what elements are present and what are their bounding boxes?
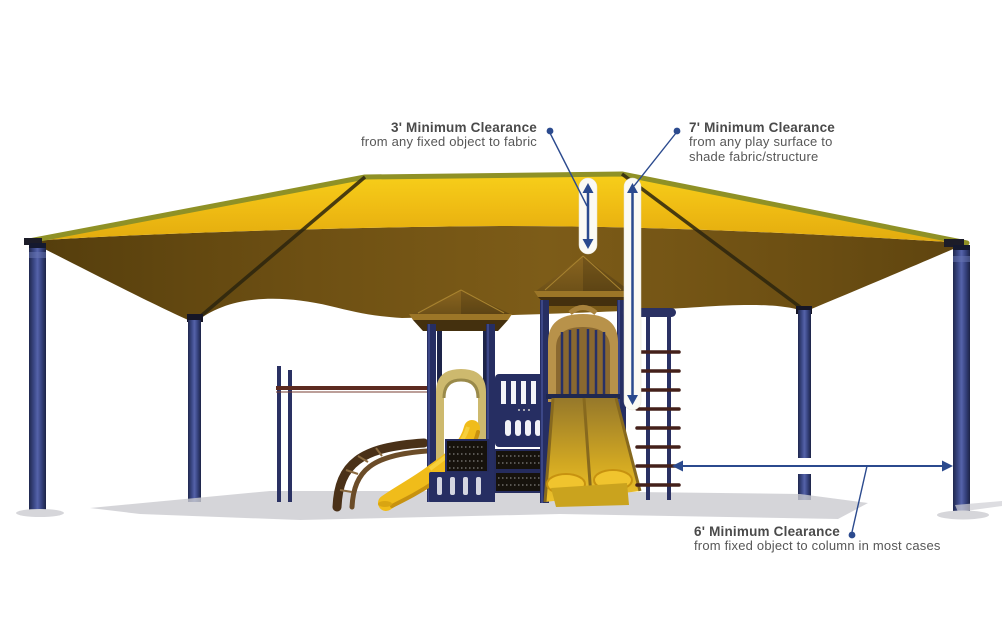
corner-bracket — [24, 238, 42, 245]
measurement-overlay — [546, 127, 953, 539]
corner-bracket — [187, 314, 203, 322]
leader-line-3ft — [549, 132, 588, 207]
rung-ladder — [622, 308, 681, 500]
annotation-fabric-clearance: 3' Minimum Clearance from any fixed obje… — [361, 120, 537, 150]
column-collar — [29, 252, 46, 258]
canopy-hip-seam-right — [620, 172, 806, 312]
annotation-play-surface-clearance: 7' Minimum Clearance from any play surfa… — [689, 120, 835, 164]
playground-structure — [276, 255, 681, 512]
double-slide — [543, 397, 642, 507]
arrow-right-icon — [942, 460, 953, 472]
annotation-title: 7' Minimum Clearance — [689, 120, 836, 135]
right-tower — [534, 255, 632, 503]
left-column-shadow — [16, 509, 64, 517]
canopy-hip-seam-left — [193, 175, 367, 323]
left-tower-roof — [411, 290, 510, 314]
leader-dot-6ft — [848, 531, 856, 539]
canopy-top-fabric — [29, 174, 967, 243]
column-back-left — [188, 320, 201, 502]
annotation-description: from any fixed object to fabric — [361, 134, 537, 149]
vertical-measure-3ft — [578, 177, 598, 255]
corner-bracket — [944, 239, 964, 247]
column-cap — [29, 243, 46, 248]
leader-dot-3ft — [546, 127, 554, 135]
annotation-description: from fixed object to column in most case… — [694, 538, 941, 553]
column-collar — [953, 256, 970, 262]
left-tower-lower-panels — [429, 439, 494, 502]
shade-canopy — [24, 171, 970, 323]
arch-climber — [332, 438, 430, 512]
annotation-description: from any play surface to — [689, 134, 833, 149]
panel-handle — [568, 305, 598, 315]
column-cap — [953, 245, 970, 250]
column-front-left — [29, 243, 46, 512]
annotation-title: 3' Minimum Clearance — [390, 120, 537, 135]
ground-shadow — [16, 491, 1002, 520]
vertical-measure-7ft — [623, 177, 642, 411]
right-tower-roof — [536, 256, 630, 291]
main-shadow — [90, 491, 868, 520]
canopy-ridge-trim — [26, 171, 970, 246]
column-back-right — [798, 310, 811, 500]
leader-dot-7ft — [673, 127, 681, 135]
arrow-down-icon — [582, 239, 594, 249]
arrow-left-icon — [672, 460, 683, 472]
leader-line-7ft — [633, 132, 677, 187]
annotation-title: 6' Minimum Clearance — [694, 524, 841, 539]
overhead-bar — [276, 366, 434, 502]
right-column-shadow — [955, 501, 1002, 512]
right-corner-column-shadow — [937, 510, 989, 520]
arrow-down-icon — [627, 395, 638, 405]
canopy-underside — [29, 226, 967, 323]
arrow-up-icon — [627, 183, 638, 193]
arrow-up-icon — [582, 183, 594, 193]
annotation-description: shade fabric/structure — [689, 148, 819, 164]
leader-line-6ft — [851, 465, 868, 533]
canopy-columns — [29, 243, 970, 514]
column-front-right — [953, 245, 970, 514]
horizontal-measure-6ft — [672, 458, 953, 474]
annotation-column-clearance: 6' Minimum Clearance from fixed object t… — [694, 524, 941, 554]
